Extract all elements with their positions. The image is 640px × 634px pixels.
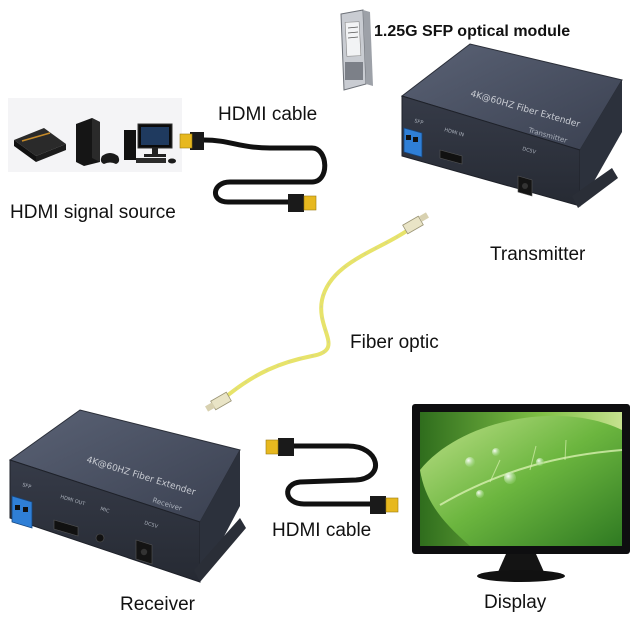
display-monitor bbox=[412, 404, 630, 582]
sfp-module-label: 1.25G SFP optical module bbox=[374, 23, 571, 40]
tx-port-sfp-label: SFP bbox=[413, 118, 423, 126]
hdmi-cable-top bbox=[179, 132, 328, 212]
tx-port-hdmi-label: HDMI IN bbox=[443, 127, 464, 138]
hdmi-cable-bottom-label: HDMI cable bbox=[272, 520, 372, 541]
transmitter-label: Transmitter bbox=[490, 244, 586, 265]
leaf-image-icon bbox=[420, 415, 622, 546]
lc-connector-icon bbox=[205, 391, 232, 412]
display-label: Display bbox=[484, 592, 547, 613]
rx-port-dc-label: DC5V bbox=[143, 520, 159, 530]
hdmi-plug-icon bbox=[370, 496, 399, 514]
hdmi-port-icon bbox=[53, 519, 79, 537]
hdmi-plug-icon bbox=[288, 194, 317, 212]
sfp-module bbox=[340, 9, 373, 91]
audio-port-icon bbox=[95, 533, 105, 543]
fiber-optic-label: Fiber optic bbox=[350, 332, 439, 353]
lc-connector-icon bbox=[402, 212, 429, 235]
set-top-box-icon bbox=[14, 128, 66, 162]
rx-port-sfp-label: SFP bbox=[21, 482, 31, 490]
rx-port-audio-label: MIC bbox=[99, 506, 110, 515]
sfp-port-icon bbox=[11, 495, 33, 529]
hdmi-port-icon bbox=[439, 149, 463, 165]
transmitter-device: 4K@60HZ Fiber Extender Transmitter SFP H… bbox=[400, 43, 623, 208]
hdmi-cable-top-label: HDMI cable bbox=[218, 104, 318, 125]
sfp-port-icon bbox=[403, 127, 423, 158]
hdmi-plug-icon bbox=[265, 438, 294, 456]
hdmi-signal-source-label: HDMI signal source bbox=[10, 202, 176, 223]
receiver-label: Receiver bbox=[120, 594, 195, 615]
fiber-optic-cable bbox=[205, 212, 429, 412]
tx-port-dc-label: DC5V bbox=[521, 146, 537, 156]
hdmi-source-devices bbox=[8, 98, 182, 172]
hdmi-cable-bottom bbox=[265, 438, 399, 514]
computer-icon bbox=[124, 123, 176, 164]
game-console-icon bbox=[76, 118, 120, 166]
receiver-device: 4K@60HZ Fiber Extender Receiver SFP HDMI… bbox=[8, 409, 246, 583]
hdmi-plug-icon bbox=[179, 132, 204, 150]
